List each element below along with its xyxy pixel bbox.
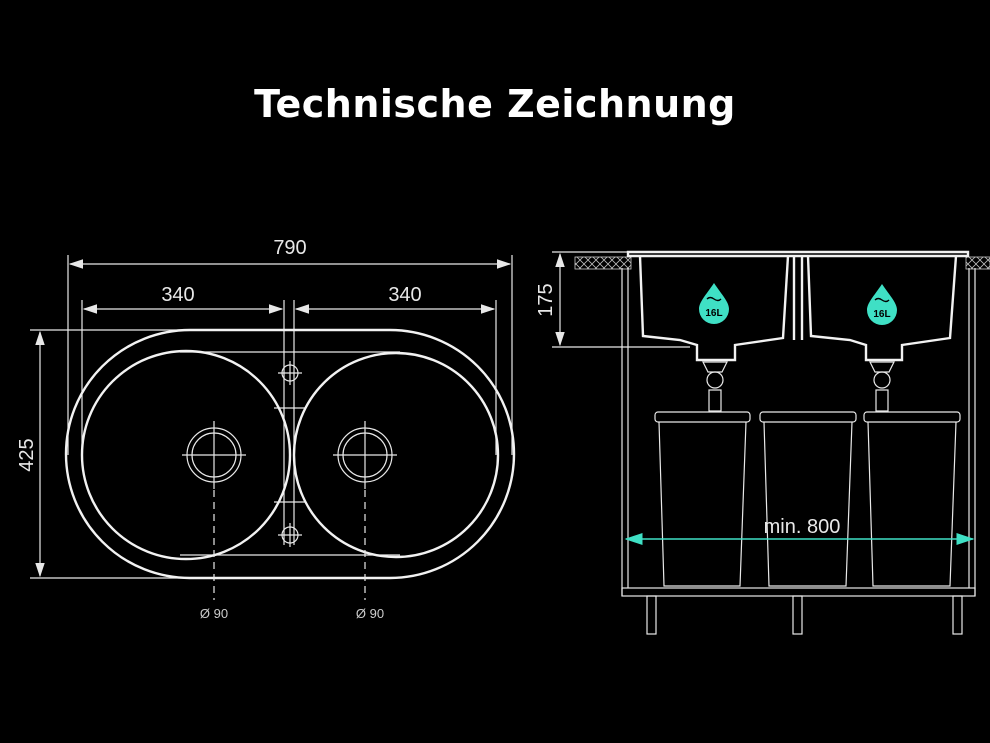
label-790: 790 xyxy=(273,237,306,259)
bowl-left-section xyxy=(638,255,790,362)
drain-left xyxy=(182,421,246,600)
siphon-left xyxy=(702,361,728,412)
countertop-left xyxy=(574,256,632,270)
water-drop-icon: 16L xyxy=(867,284,897,325)
water-drop-icon: 16L xyxy=(699,283,729,324)
side-view: 175 min. 800 16L 16L xyxy=(535,250,990,635)
bin-2 xyxy=(759,411,857,587)
leg xyxy=(952,595,963,635)
label-340-right: 340 xyxy=(388,284,421,306)
label-425: 425 xyxy=(16,438,38,471)
volume-right: 16L xyxy=(873,309,890,320)
leg xyxy=(792,595,803,635)
bowl-right-section xyxy=(806,255,958,362)
label-drain-right: Ø 90 xyxy=(356,606,384,621)
top-view: 790 340 340 425 Ø 90 Ø 90 xyxy=(16,237,516,621)
leg xyxy=(646,595,657,635)
cabinet-base xyxy=(621,587,976,597)
tap-hole-bottom xyxy=(278,523,302,547)
label-340-left: 340 xyxy=(161,284,194,306)
bin-1 xyxy=(654,411,751,587)
bowl-left xyxy=(80,349,292,561)
bin-3 xyxy=(863,411,961,587)
page-title: Technische Zeichnung xyxy=(254,82,736,126)
label-drain-left: Ø 90 xyxy=(200,606,228,621)
volume-left: 16L xyxy=(705,308,722,319)
sink-outline xyxy=(64,328,516,580)
tap-hole-top xyxy=(278,361,302,385)
siphon-right xyxy=(869,361,895,412)
drain-right xyxy=(333,421,397,600)
bowl-right xyxy=(292,351,500,559)
countertop-right xyxy=(965,256,990,270)
label-175: 175 xyxy=(535,283,557,316)
label-min-800: min. 800 xyxy=(764,516,841,538)
